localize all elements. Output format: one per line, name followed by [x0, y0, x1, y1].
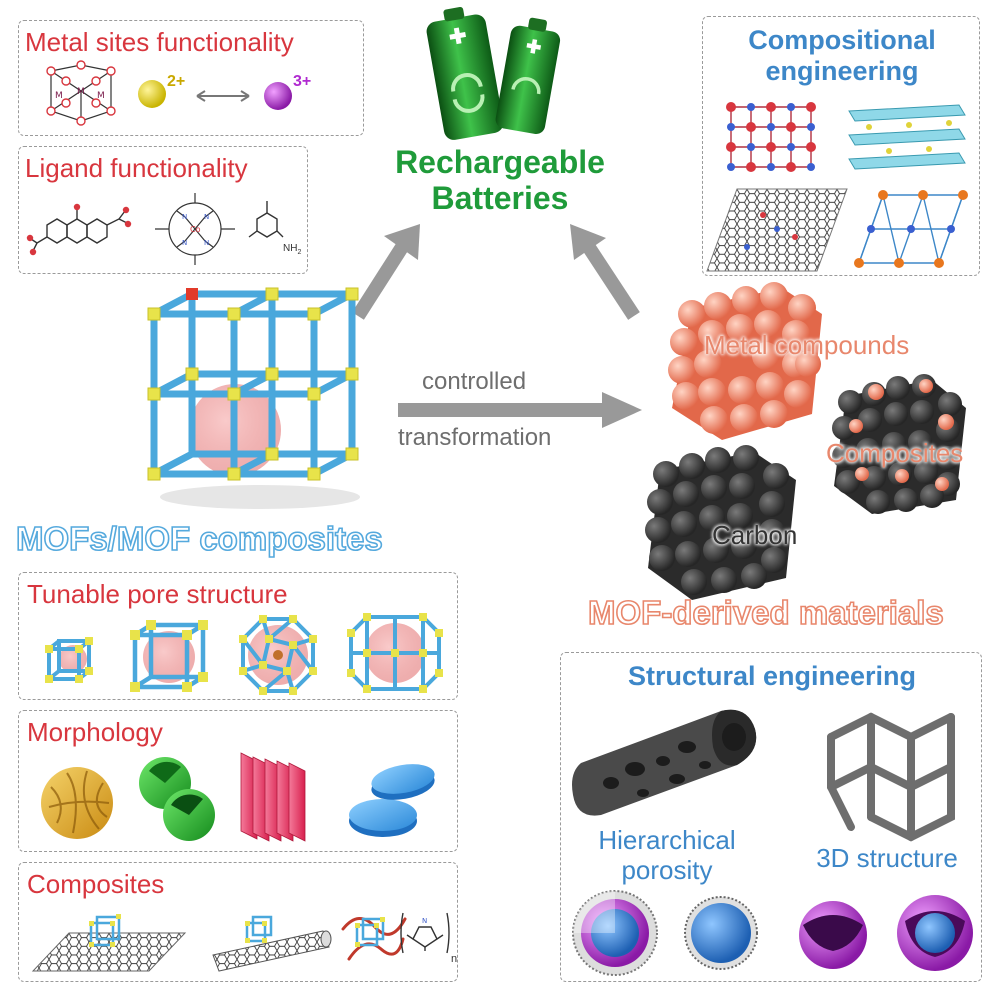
panel-tunable-pore: Tunable pore structure [18, 572, 458, 700]
crystal-lattice-structure [726, 102, 816, 172]
porous-sphere [41, 767, 113, 839]
hierarchical-porosity-label: Hierarchical porosity [567, 825, 767, 885]
svg-text:N: N [182, 213, 187, 221]
triangular-lattice-structure [854, 190, 968, 268]
yolk-shell-particle [572, 890, 658, 976]
mof-on-nanotube [212, 915, 332, 972]
structural-title: Structural engineering [627, 661, 917, 691]
hierarchical-porosity-line1: Hierarchical [598, 825, 736, 855]
arrow-mofs-to-batteries [352, 224, 420, 320]
core-shell-particle [897, 895, 973, 971]
arrow-label-controlled: controlled [422, 368, 527, 395]
composites-cube [832, 374, 966, 514]
compositional-title-line2: engineering [765, 56, 919, 86]
doped-graphene-structure [706, 188, 848, 272]
polymer-n-subscript: n [451, 953, 458, 965]
panel-composites: Composites N n [18, 862, 458, 982]
arrow-controlled-transformation [398, 392, 642, 428]
svg-text:M: M [77, 87, 85, 97]
anthracene-ligand-structure [26, 203, 132, 256]
batteries-title-line1: Rechargeable [395, 144, 605, 180]
metal-compounds-cube [668, 282, 822, 440]
svg-text:N: N [204, 239, 209, 247]
svg-text:N: N [422, 917, 427, 925]
large-polyhedral-cage [347, 613, 443, 693]
svg-text:M: M [97, 91, 105, 101]
svg-text:N: N [204, 213, 209, 221]
polypyrrole-structure: N [400, 912, 450, 954]
nanodisks [349, 764, 435, 837]
arrow-label-transformation: transformation [398, 424, 552, 451]
composites-derived-label: Composites [826, 438, 964, 468]
panel-morphology: Morphology [18, 710, 458, 852]
porphyrin-ligand-structure: N N N N Co [155, 193, 235, 265]
double-arrow-icon [196, 90, 250, 102]
compositional-title: Compositional engineering [703, 25, 981, 87]
tunable-pore-title: Tunable pore structure [27, 579, 288, 609]
batteries-title-line2: Batteries [431, 180, 569, 216]
ligand-title: Ligand functionality [25, 153, 248, 183]
large-cube-cage [130, 620, 208, 692]
solid-sphere-particle [684, 896, 758, 970]
mof-framework-cube [147, 287, 360, 509]
3d-structure-label: 3D structure [816, 843, 958, 873]
compositional-title-line1: Compositional [748, 25, 936, 55]
hierarchical-porous-tube [572, 709, 757, 816]
hierarchical-porosity-line2: porosity [621, 855, 713, 885]
nh2-label: NH2 [283, 243, 302, 256]
morphology-title: Morphology [27, 717, 163, 747]
metal-compounds-label: Metal compounds [704, 330, 910, 360]
nanosheets-stack [240, 752, 306, 842]
carbon-label: Carbon [712, 520, 798, 550]
yellow-ion-sphere [138, 80, 166, 108]
svg-text:Co: Co [190, 225, 201, 234]
small-cube-cage [45, 637, 93, 683]
mof-on-graphene [31, 914, 187, 972]
aniline-ligand-structure [248, 201, 284, 238]
metal-sites-title: Metal sites functionality [25, 27, 294, 57]
yolk-shell-spheres [139, 757, 215, 841]
ion-charge-2plus: 2+ [167, 73, 186, 90]
panel-ligand: Ligand functionality N N N N Co NH2 [18, 146, 308, 274]
ion-charge-3plus: 3+ [293, 73, 312, 90]
layered-structure [848, 104, 966, 170]
panel-compositional: Compositional engineering [702, 16, 980, 276]
sodalite-cage [239, 615, 317, 695]
batteries-title: Rechargeable Batteries [350, 144, 650, 216]
mof-derived-label: MOF-derived materials [587, 593, 944, 632]
3d-network-structure [827, 712, 955, 842]
panel-metal-sites: Metal sites functionality M M M 2+ 3+ [18, 20, 364, 136]
hollow-sphere-particle [799, 901, 867, 969]
svg-text:M: M [55, 91, 63, 101]
battery-icon [426, 7, 561, 140]
composites-title: Composites [27, 869, 165, 899]
mofs-label: MOFs/MOF composites [15, 519, 383, 558]
svg-text:N: N [182, 239, 187, 247]
arrow-derived-to-batteries [570, 224, 640, 320]
carbon-cube [645, 445, 796, 600]
mof-with-polymer-chains [341, 917, 407, 961]
purple-ion-sphere [264, 82, 292, 110]
panel-structural: Structural engineering Hierarchical poro… [560, 652, 982, 982]
